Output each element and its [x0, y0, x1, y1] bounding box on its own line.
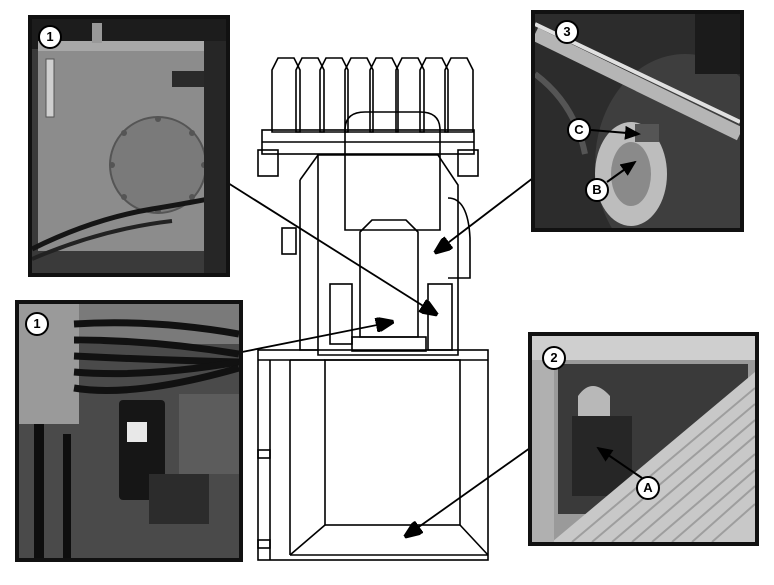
leader-top-left [227, 182, 436, 314]
leader-bottom-left [241, 322, 392, 353]
view-number-badge: 1 [25, 312, 49, 336]
header-fingers [271, 57, 474, 133]
hydraulic-tank-illustration [32, 19, 226, 273]
callout-a: A [636, 476, 660, 500]
hydraulic-filter-illustration [19, 304, 239, 558]
photo-wheel-motor: 3 C B [531, 10, 744, 232]
view-number-badge: 2 [542, 346, 566, 370]
photo-fuel-fill: 2 A [528, 332, 759, 546]
leader-bottom-right [406, 447, 531, 536]
leader-top-right [436, 177, 534, 252]
view-number-badge: 3 [555, 20, 579, 44]
photo-hydraulic-filter: 1 [15, 300, 243, 562]
fuel-fill-illustration [532, 336, 755, 542]
view-number-badge: 1 [38, 25, 62, 49]
callout-arrows-view-2 [596, 446, 643, 479]
callout-b: B [585, 178, 609, 202]
callout-arrows-view-3 [590, 125, 641, 183]
photo-hydraulic-tank: 1 [28, 15, 230, 277]
callout-c: C [567, 118, 591, 142]
